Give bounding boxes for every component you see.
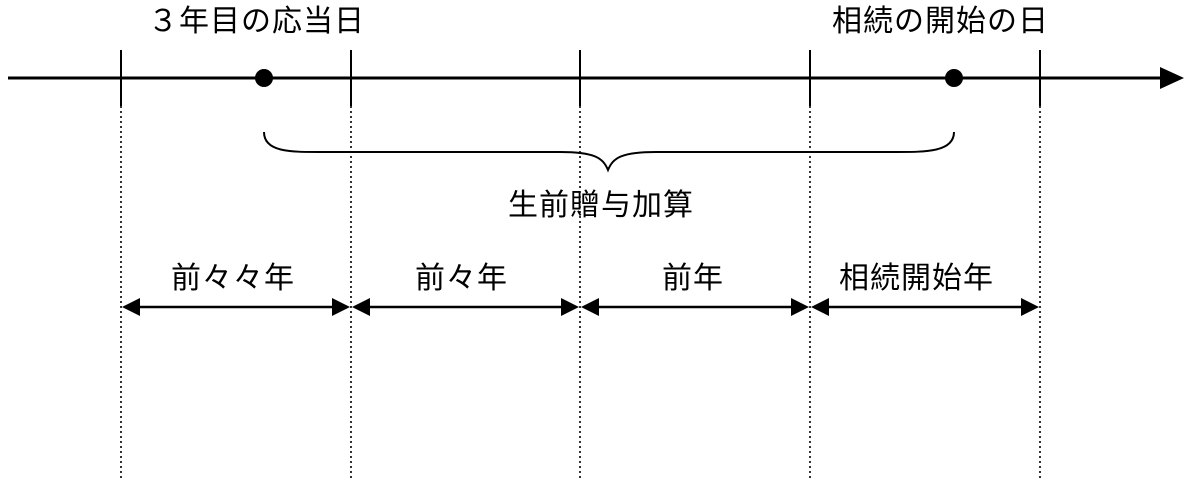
period-arrowhead — [581, 298, 599, 316]
gift-addition-brace — [263, 131, 955, 173]
period-arrowhead — [332, 298, 350, 316]
period-arrows — [122, 298, 1039, 316]
inheritance-start-dot — [945, 69, 963, 87]
period-arrowhead — [352, 298, 370, 316]
period-arrowhead — [1021, 298, 1039, 316]
boundary-ticks — [120, 50, 1041, 106]
anniversary-label: ３年目の応当日 — [148, 4, 365, 39]
period-label-inheritance-year: 相続開始年 — [839, 261, 994, 296]
period-arrowhead — [122, 298, 140, 316]
anniversary-dot — [255, 69, 273, 87]
period-label-previous-year: 前年 — [662, 261, 724, 296]
period-label-two-years-prior: 前々年 — [415, 261, 508, 296]
timeline-arrowhead — [1160, 67, 1184, 89]
period-arrowhead — [561, 298, 579, 316]
gift-addition-label: 生前贈与加算 — [508, 188, 694, 223]
period-label-three-years-prior: 前々々年 — [171, 261, 295, 296]
dotted-guides — [120, 106, 1041, 478]
period-arrowhead — [811, 298, 829, 316]
period-arrowhead — [791, 298, 809, 316]
inheritance-start-label: 相続の開始の日 — [832, 4, 1049, 39]
